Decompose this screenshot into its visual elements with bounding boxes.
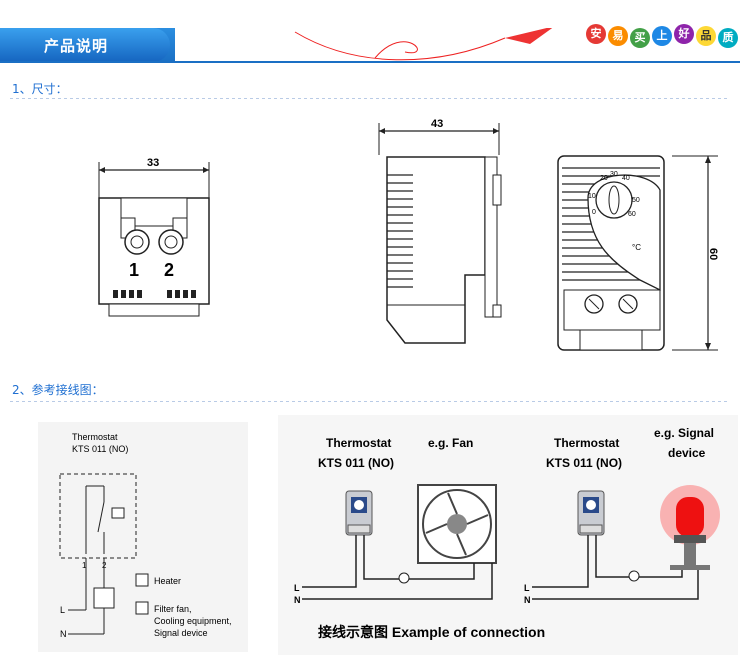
section-dimensions-label: 1、尺寸：	[12, 82, 68, 96]
side-view-drawing: 43	[378, 118, 502, 344]
terminal-2-label: 2	[164, 260, 174, 280]
schematic-model-text: KTS 011 (NO)	[72, 444, 128, 454]
slogan-char: 上	[652, 26, 672, 46]
example-line-N2: N	[524, 595, 531, 605]
dimension-width-side: 43	[431, 118, 443, 130]
example-thermostat-model: KTS 011 (NO)	[318, 456, 394, 470]
legend-heater: Heater	[154, 576, 181, 586]
example-thermostat-2-model: KTS 011 (NO)	[546, 456, 622, 470]
legend-signal: Signal device	[154, 628, 208, 638]
header-underline	[0, 61, 740, 63]
signal-lamp-icon	[660, 485, 720, 570]
thermometer-icon	[111, 507, 125, 519]
decorative-swoosh	[294, 26, 555, 61]
dial-tick: 60	[628, 211, 636, 218]
schematic-pin1: 1	[82, 561, 87, 570]
schematic-line-N: N	[60, 629, 67, 639]
schematic-title: Thermostat	[72, 432, 118, 442]
connection-example: Thermostat KTS 011 (NO) e.g. Fan Thermos…	[278, 415, 738, 655]
example-fan-label: e.g. Fan	[428, 436, 473, 450]
ground-icon	[398, 572, 410, 584]
legend-cooling: Cooling equipment,	[154, 616, 232, 626]
dial-tick: 0	[592, 209, 596, 216]
example-line-N: N	[294, 595, 301, 605]
front-view-drawing: 33 1 2	[98, 157, 210, 317]
slogan-char: 易	[608, 26, 628, 46]
page-title: 产品说明	[44, 37, 109, 55]
section-divider	[10, 98, 730, 99]
wiring-schematic: Thermostat KTS 011 (NO) 1 2 L N Heater F…	[38, 422, 248, 652]
dimension-width-small: 33	[147, 157, 159, 169]
paper-plane-icon	[505, 26, 555, 44]
slogan-banner: 安 易 买 上 好 品 质	[580, 22, 740, 52]
example-caption: 接线示意图 Example of connection	[318, 624, 545, 640]
slogan-char: 买	[630, 28, 650, 48]
slogan-char: 品	[696, 26, 716, 46]
dial-tick: 30	[610, 171, 618, 178]
schematic-line-L: L	[60, 605, 65, 615]
header-title-pill: 产品说明	[0, 28, 170, 62]
heater-icon	[135, 573, 149, 587]
slogan-char: 质	[718, 28, 738, 48]
section-divider	[10, 401, 730, 402]
dial-tick: 10	[588, 193, 596, 200]
dial-tick: 50	[632, 197, 640, 204]
example-thermostat: Thermostat	[326, 436, 391, 450]
ground-icon-2	[628, 570, 640, 582]
dimension-height: 60	[707, 248, 719, 260]
legend-fan: Filter fan,	[154, 604, 192, 614]
example-signal-device: device	[668, 446, 706, 460]
dial-tick: 40	[622, 175, 630, 182]
example-thermostat-2: Thermostat	[554, 436, 619, 450]
terminal-1-label: 1	[129, 260, 139, 280]
unit-label: °C	[632, 243, 641, 252]
dial-tick: 20	[600, 175, 608, 182]
section-wiring-label: 2、参考接线图：	[12, 383, 104, 397]
face-view-drawing: 20 30 40 10 50 0 60 °C 60	[557, 155, 719, 351]
example-line-L2: L	[524, 583, 530, 593]
slogan-char: 好	[674, 24, 694, 44]
fan-icon	[135, 601, 149, 615]
fan-symbol-icon	[93, 587, 115, 609]
example-signal-label: e.g. Signal	[654, 426, 714, 440]
example-line-L: L	[294, 583, 300, 593]
slogan-char: 安	[586, 24, 606, 44]
